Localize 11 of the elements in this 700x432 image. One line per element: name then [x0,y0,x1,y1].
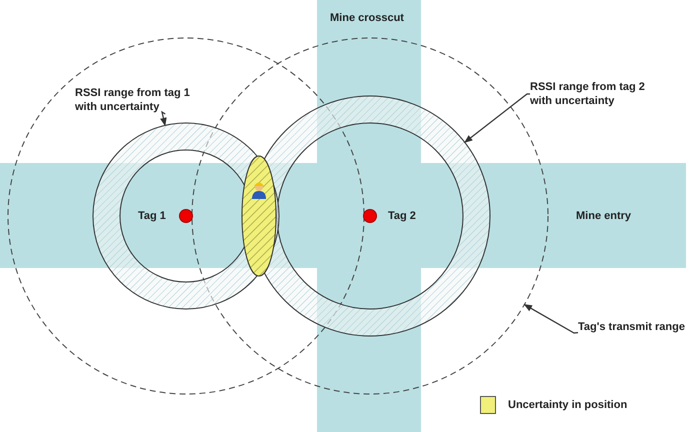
callout-text: RSSI range from tag 1 with uncertainty [75,86,210,114]
arrow [464,93,530,143]
tunnel-label: Mine entry [576,209,632,223]
callout-text: Tag's transmit range [578,320,688,334]
arrow [524,304,578,334]
tag-label: Tag 1 [138,209,166,223]
callout-text: RSSI range from tag 2 with uncertainty [530,80,665,108]
tunnel-label: Mine crosscut [330,11,404,25]
arrow [160,110,167,126]
tag-label: Tag 2 [388,209,416,223]
legend-label: Uncertainty in position [508,398,628,412]
